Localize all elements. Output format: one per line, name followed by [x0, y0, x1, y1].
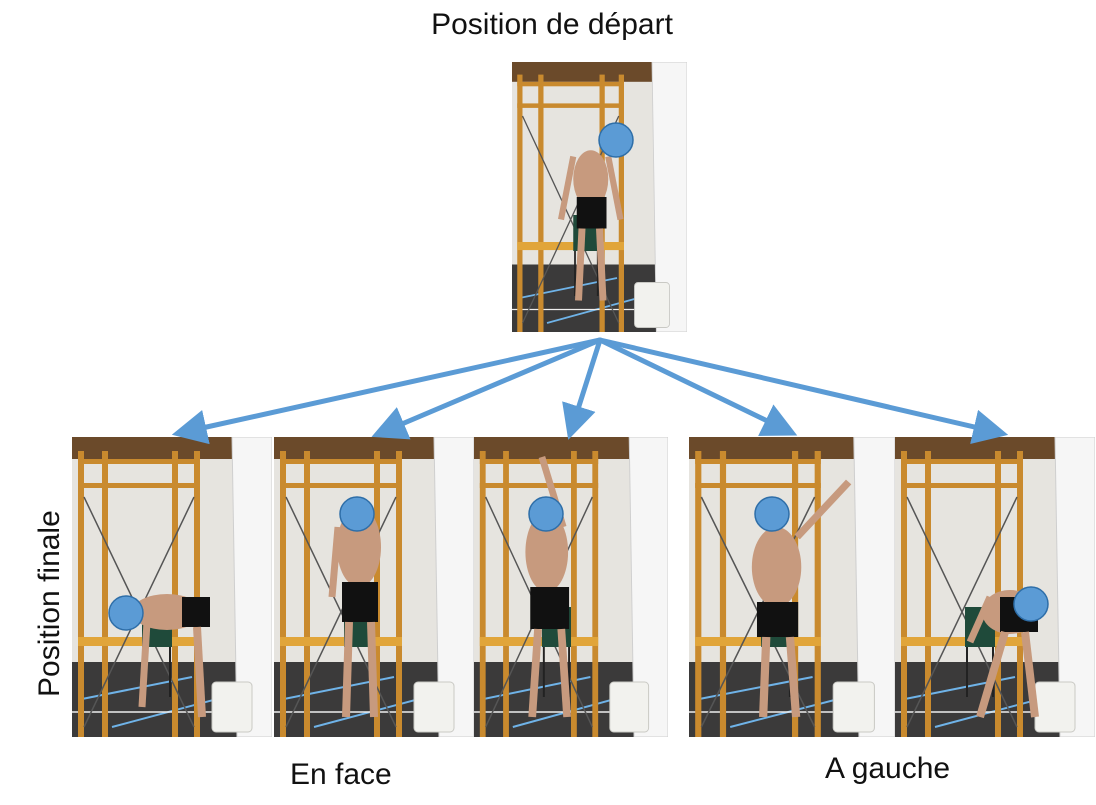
final-left-low-photo [895, 437, 1095, 737]
final-left-high-photo [689, 437, 895, 737]
face-mask-icon [1013, 586, 1049, 622]
front-group-label: En face [290, 758, 392, 791]
left-group-label: A gauche [825, 752, 951, 785]
arrow-to-left-low [597, 337, 1009, 444]
face-mask-icon [108, 595, 144, 631]
face-mask-icon [339, 496, 375, 532]
arrow-to-front-mid [371, 337, 603, 440]
final-front-mid-photo [274, 437, 474, 737]
arrow-to-front-low [171, 337, 603, 445]
final-front-low-photo [72, 437, 272, 737]
arrow-to-left-high [597, 337, 798, 436]
face-mask-icon [528, 496, 564, 532]
face-mask-icon [598, 122, 634, 158]
start-position-label: Position de départ [431, 8, 673, 41]
final-front-high-photo [474, 437, 668, 737]
face-mask-icon [754, 496, 790, 532]
arrow-to-front-high [562, 337, 603, 440]
start-posture-photo [512, 62, 687, 332]
